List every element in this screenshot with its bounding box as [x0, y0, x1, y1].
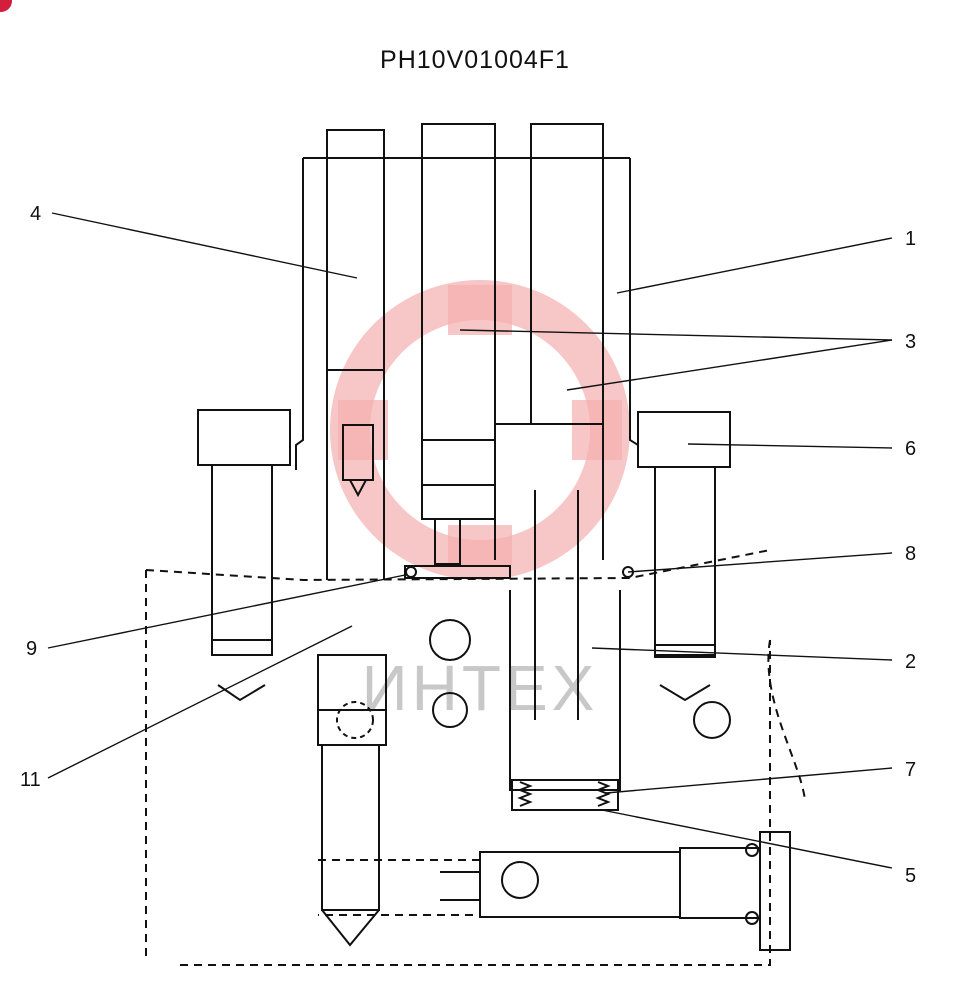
callout-8: 8: [905, 543, 916, 565]
callout-4: 4: [30, 203, 41, 225]
seal-plate: [404, 565, 511, 579]
side-plug-cap: [679, 847, 761, 919]
watermark-text: ИНТЕХ: [362, 652, 599, 724]
cap-screw-right-thread: [655, 644, 715, 656]
watermark-logo: [330, 280, 630, 580]
leader-5: [601, 809, 893, 869]
passage-circle: [429, 619, 471, 661]
leader-6: [687, 443, 893, 449]
spool-3-bands: [422, 439, 495, 486]
o-ring-9: [405, 566, 417, 578]
side-plug-body: [479, 851, 681, 918]
callout-7: 7: [905, 759, 916, 781]
passage-circle: [501, 861, 539, 899]
leader-3b: [566, 339, 893, 391]
cap-screw-right-head: [637, 411, 731, 468]
leader-3a: [459, 329, 893, 341]
cap-screw-left-shank: [211, 464, 273, 656]
leader-9: [47, 574, 406, 649]
housing-outline: [295, 158, 639, 470]
spool-2-bore: [509, 590, 621, 791]
callout-3: 3: [905, 331, 916, 353]
spool-4-tip: [349, 479, 367, 498]
lower-body-right: [767, 639, 806, 801]
lower-body-left: [145, 549, 771, 960]
spring-7-right: [595, 781, 611, 807]
cap-screw-right-shank: [654, 466, 716, 658]
cap-screw-right-tip: [659, 684, 711, 702]
passage-circle: [432, 692, 468, 728]
side-plug-oring: [745, 843, 759, 857]
spool-4-plug: [342, 424, 374, 481]
callout-9: 9: [26, 638, 37, 660]
drawing-title: PH10V01004F1: [380, 46, 570, 74]
lower-body-bottom: [180, 640, 771, 966]
side-bore-outline: [318, 859, 481, 916]
spring-seat-5: [511, 779, 619, 811]
spool-3-stem: [434, 518, 461, 565]
cap-screw-left-head: [197, 409, 291, 466]
shaft-11-body: [321, 744, 380, 911]
callout-5: 5: [905, 865, 916, 887]
spool-1-body: [494, 423, 604, 560]
callout-11: 11: [20, 769, 41, 791]
passage-circle: [693, 701, 731, 739]
leader-7: [605, 767, 893, 794]
side-plug-stem: [440, 871, 480, 901]
leader-4: [51, 212, 358, 279]
cap-screw-left-tip: [217, 684, 266, 702]
passage-circle-hidden: [336, 701, 374, 739]
spool-4-body: [326, 369, 385, 580]
callout-2: 2: [905, 651, 916, 673]
spool-2-rod: [534, 490, 579, 720]
shaft-11-tip: [321, 909, 380, 947]
callout-1: 1: [905, 228, 916, 250]
cap-screw-left-thread: [212, 639, 272, 656]
side-plug-flange: [759, 831, 791, 951]
side-plug-oring: [745, 911, 759, 925]
leader-8: [627, 552, 893, 573]
spring-7-left: [517, 781, 533, 807]
leader-11: [47, 625, 353, 779]
callout-6: 6: [905, 438, 916, 460]
leader-2: [591, 647, 893, 661]
leader-1: [616, 237, 893, 294]
